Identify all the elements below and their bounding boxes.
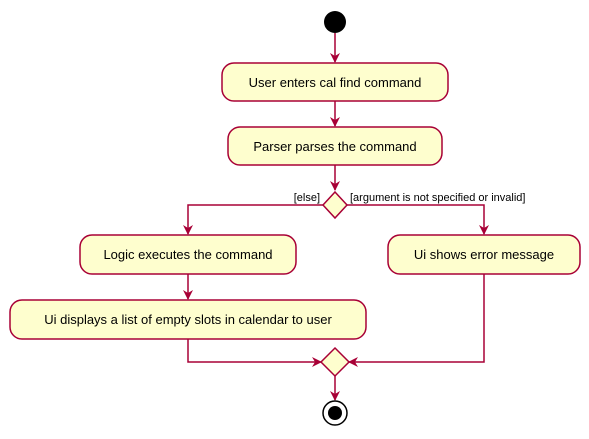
merge-node bbox=[319, 346, 351, 378]
end-node bbox=[322, 400, 348, 426]
guard-else: [else] bbox=[294, 192, 320, 204]
activity-ui-displays-empty-slots: Ui displays a list of empty slots in cal… bbox=[9, 299, 367, 340]
guard-invalid-argument: [argument is not specified or invalid] bbox=[350, 192, 525, 204]
activity-label: Logic executes the command bbox=[103, 247, 272, 262]
activity-label: Parser parses the command bbox=[253, 139, 416, 154]
edge-display-to-merge bbox=[187, 339, 322, 367]
activity-label: Ui displays a list of empty slots in cal… bbox=[44, 312, 332, 327]
edge-decision-to-error bbox=[347, 204, 489, 235]
activity-parser-parses-command: Parser parses the command bbox=[227, 126, 443, 166]
edge-decision-to-logic bbox=[183, 204, 323, 235]
start-node bbox=[324, 11, 346, 33]
activity-label: User enters cal find command bbox=[249, 75, 422, 90]
activity-logic-executes-command: Logic executes the command bbox=[79, 234, 297, 275]
edge-error-to-merge bbox=[348, 274, 485, 367]
decision-node bbox=[321, 190, 349, 220]
activity-ui-shows-error: Ui shows error message bbox=[387, 234, 581, 275]
activity-user-enters-command: User enters cal find command bbox=[221, 62, 449, 102]
activity-label: Ui shows error message bbox=[414, 247, 554, 262]
